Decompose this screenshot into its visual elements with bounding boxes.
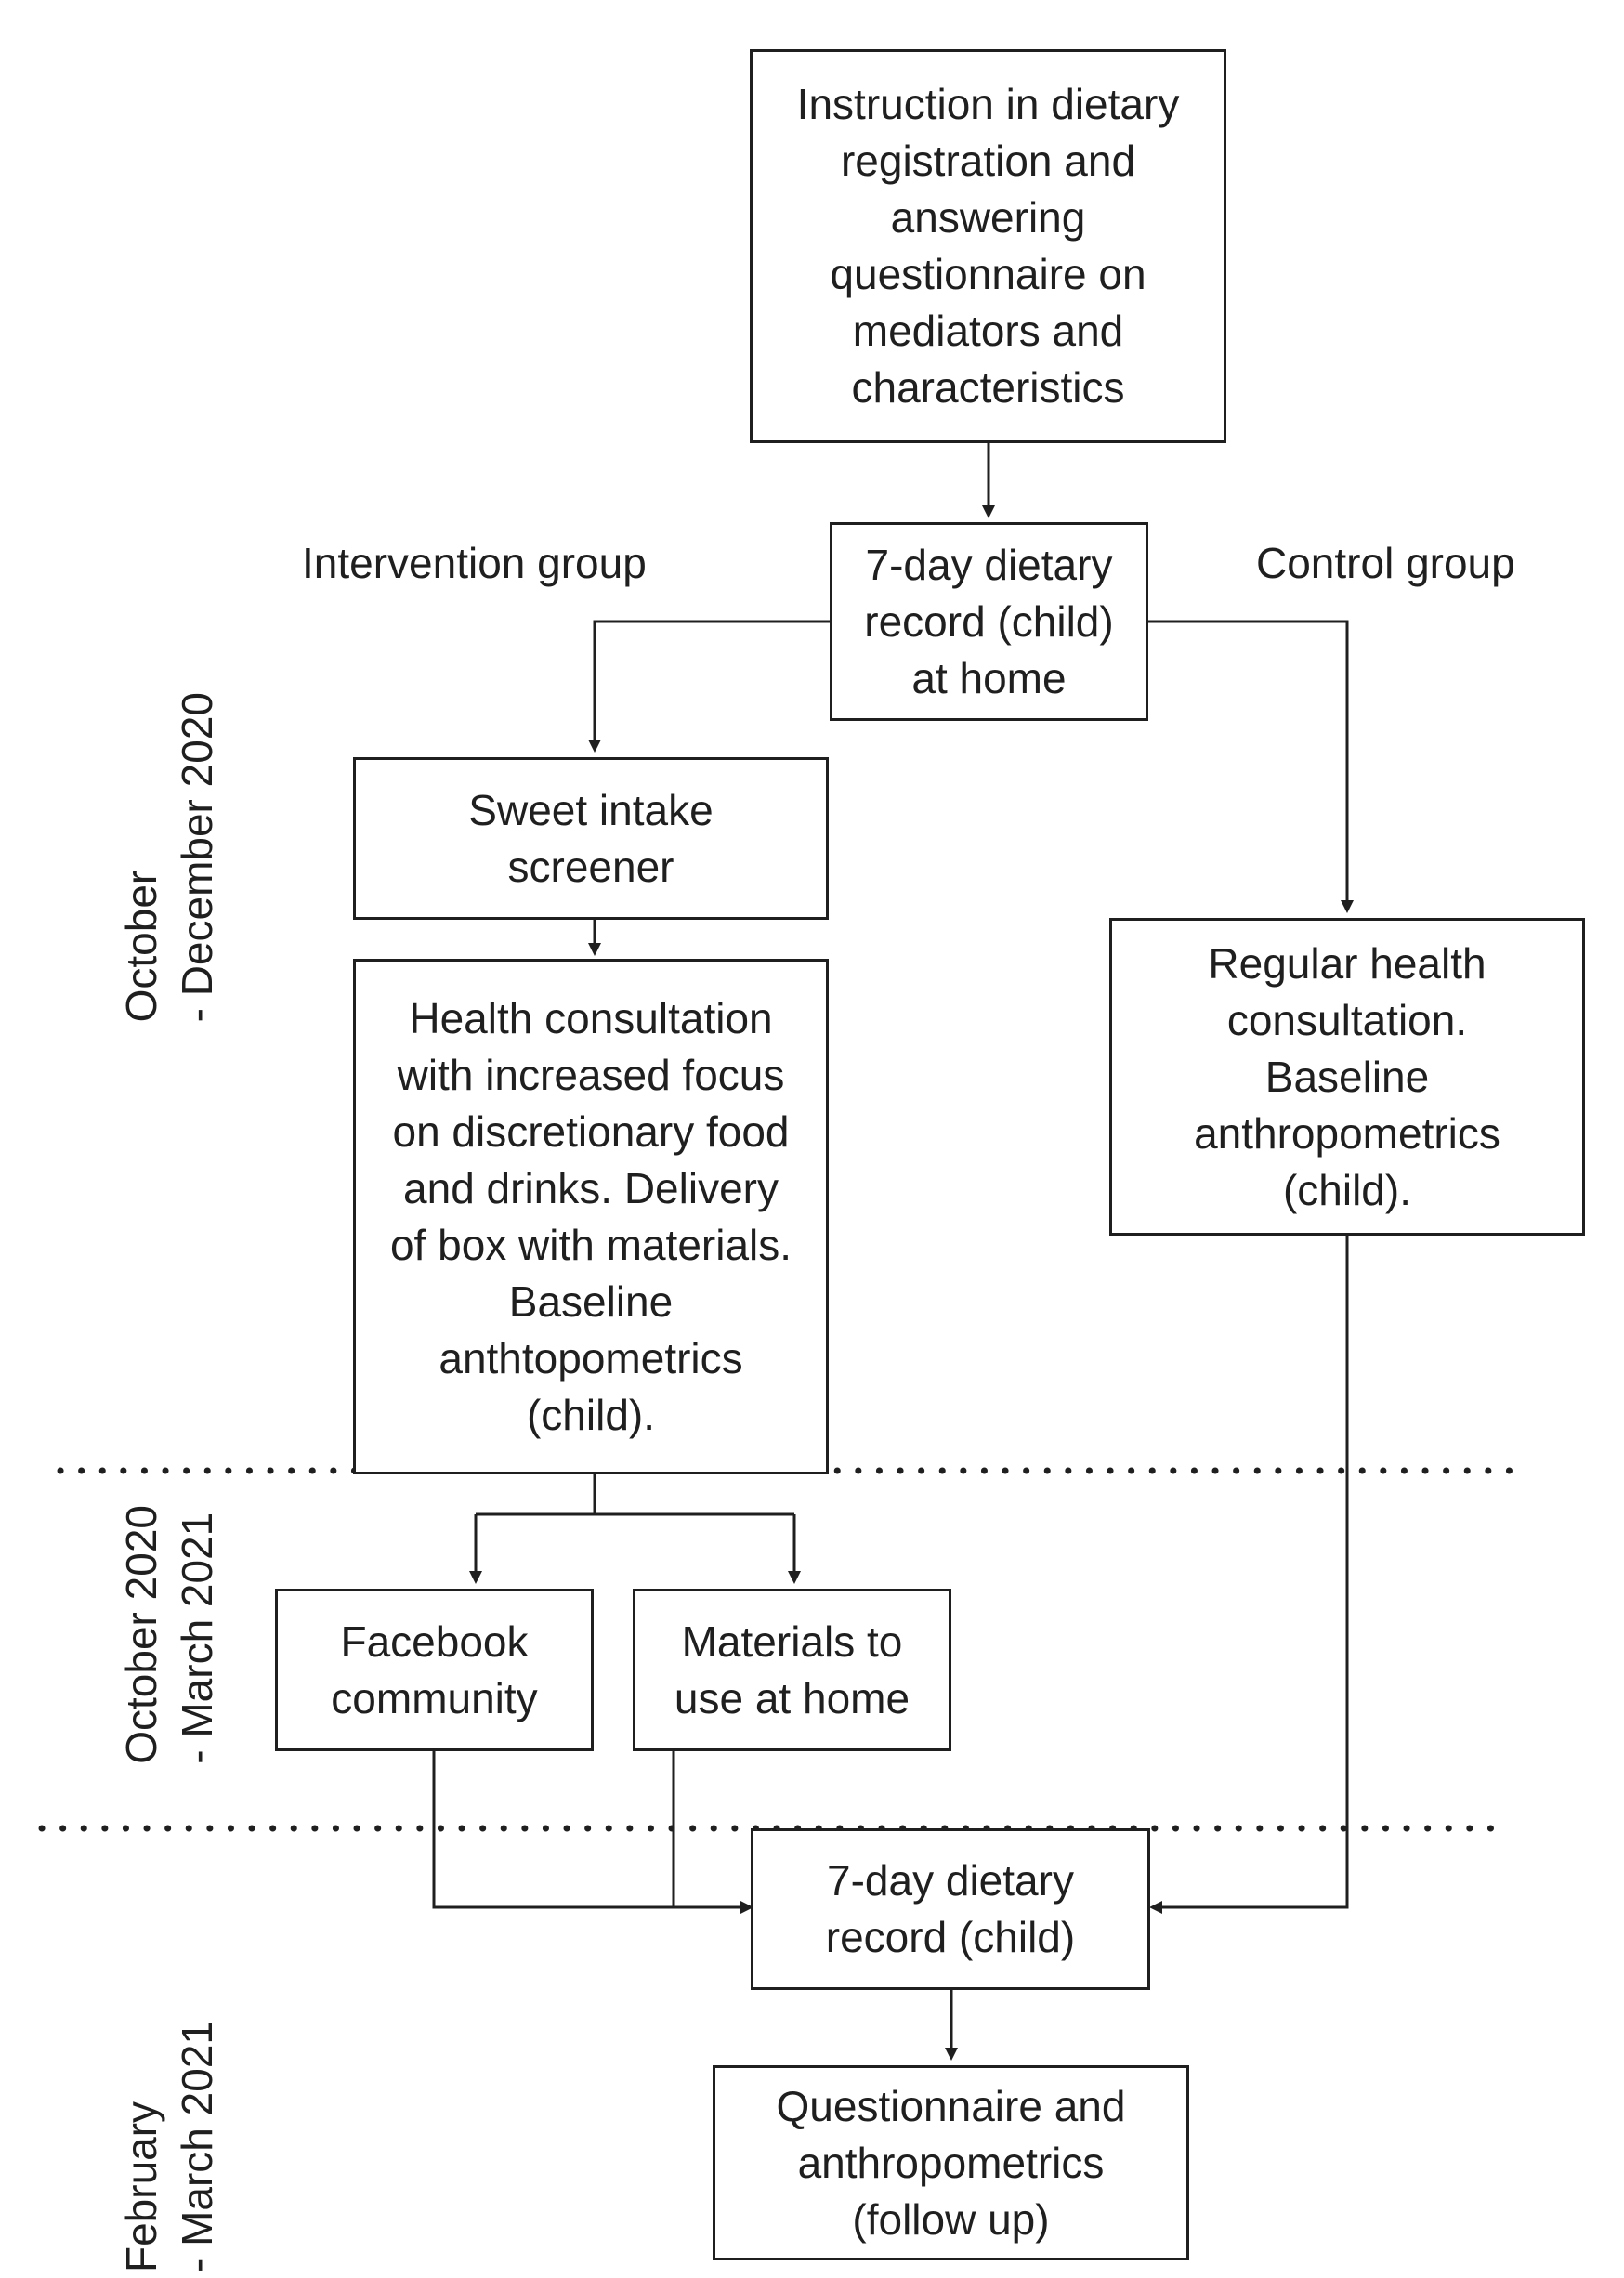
instruction-text: Instruction in dietary registration and … [796, 80, 1180, 412]
period-label-feb-mar-2021: February - March 2021 [117, 2021, 221, 2273]
health-consultation-intervention-box: Health consultation with increased focus… [353, 959, 829, 1474]
facebook-community-text: Facebook community [331, 1617, 538, 1722]
dietary-record-followup-box: 7-day dietary record (child) [751, 1828, 1150, 1990]
sweet-intake-screener-text: Sweet intake screener [468, 785, 714, 891]
intervention-group-label: Intervention group [302, 539, 647, 587]
dietary-record-followup-text: 7-day dietary record (child) [825, 1856, 1076, 1961]
instruction-box: Instruction in dietary registration and … [750, 49, 1226, 443]
arrow-regular-to-followup [1149, 1236, 1349, 1914]
regular-health-consultation-box: Regular health consultation. Baseline an… [1109, 918, 1585, 1236]
questionnaire-followup-box: Questionnaire and anthropometrics (follo… [713, 2065, 1189, 2260]
sweet-intake-screener-box: Sweet intake screener [353, 757, 829, 920]
materials-at-home-text: Materials to use at home [674, 1617, 910, 1722]
regular-health-consultation-text: Regular health consultation. Baseline an… [1194, 938, 1500, 1214]
arrow-record-to-screener [588, 620, 833, 753]
arrow-record-to-regular-consult [1148, 620, 1354, 913]
dietary-record-home-box: 7-day dietary record (child) at home [830, 522, 1148, 721]
materials-at-home-box: Materials to use at home [633, 1589, 951, 1751]
period-label-oct-2020-mar-2021: October 2020 - March 2021 [117, 1505, 221, 1764]
health-consultation-intervention-text: Health consultation with increased focus… [389, 993, 792, 1439]
arrow-split-to-facebook [476, 1512, 794, 1581]
dietary-record-home-text: 7-day dietary record (child) at home [864, 540, 1114, 702]
questionnaire-followup-text: Questionnaire and anthropometrics (follo… [776, 2081, 1126, 2244]
control-group-label: Control group [1256, 539, 1515, 587]
period-label-oct-dec-2020: October - December 2020 [117, 692, 221, 1023]
facebook-community-box: Facebook community [275, 1589, 594, 1751]
arrow-facebook-to-followup [432, 1751, 753, 1914]
